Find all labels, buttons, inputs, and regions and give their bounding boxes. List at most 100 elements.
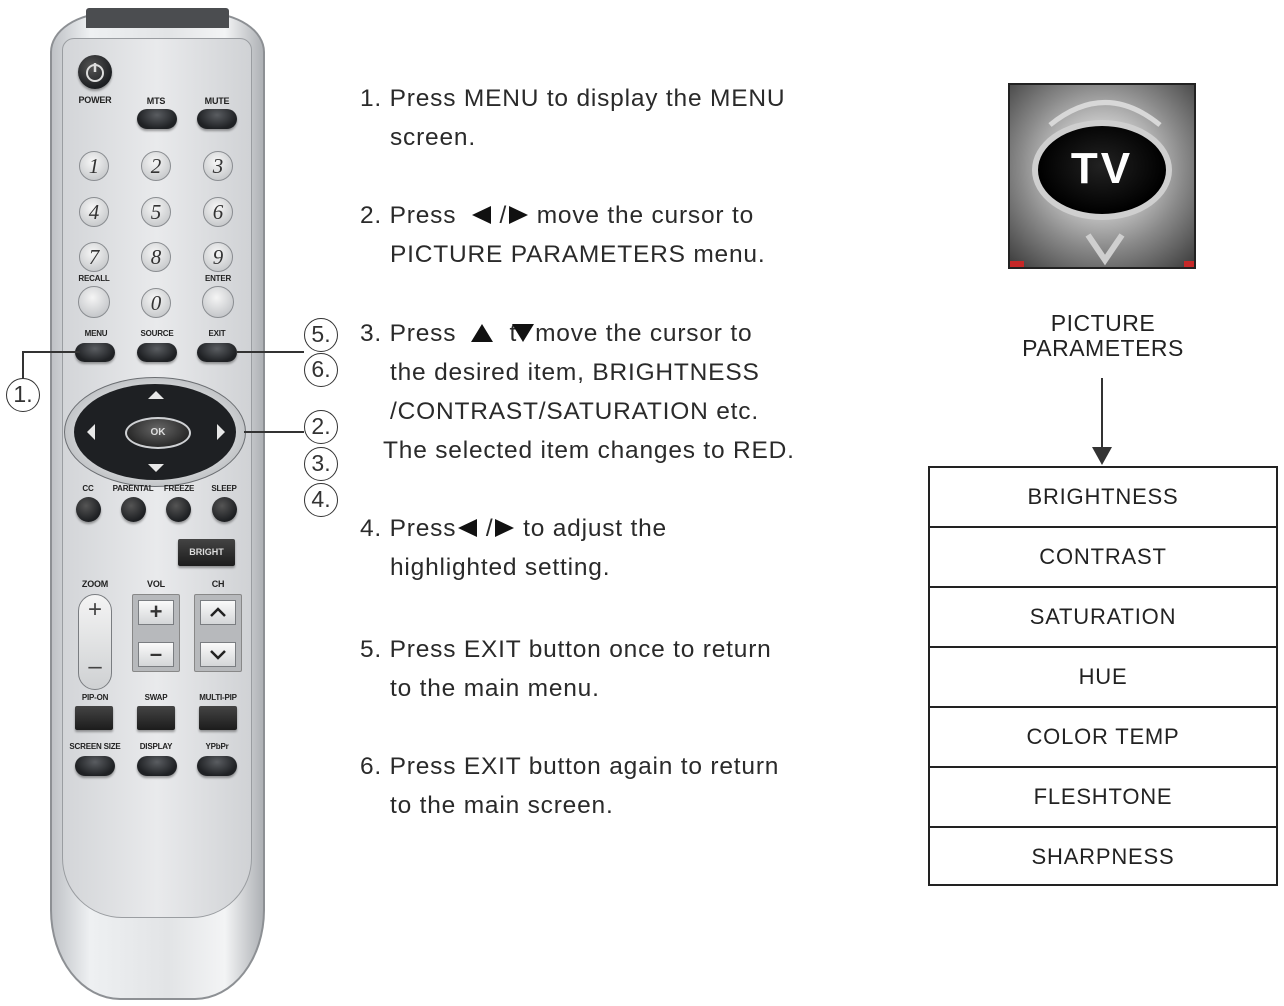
exit-label: EXIT [208,329,226,338]
recall-button[interactable] [78,286,110,318]
pip-on-label: PIP-ON [81,693,109,702]
enter-label: ENTER [204,274,232,283]
step-3-text-a: 3. Press [360,320,457,347]
digit-1-button[interactable]: 1 [79,151,109,181]
digit-3-button[interactable]: 3 [203,151,233,181]
picture-parameters-menu: BRIGHTNESS CONTRAST SATURATION HUE COLOR… [928,466,1278,886]
step-3-line-2: the desired item, BRIGHTNESS [390,359,760,386]
menu-item-brightness[interactable]: BRIGHTNESS [930,468,1276,528]
multi-pip-button[interactable] [199,706,237,730]
enter-button[interactable] [202,286,234,318]
callout-4: 4. [304,483,338,517]
down-arrow-icon[interactable] [148,464,164,472]
ch-down-button[interactable] [200,642,236,667]
step-3-text-c: move the cursor to [535,320,753,347]
source-label: SOURCE [140,329,174,338]
right-triangle-icon [495,519,515,537]
exit-button[interactable] [197,343,237,362]
step-2-text-a: 2. Press [360,202,457,229]
zoom-rocker[interactable]: + – [78,594,112,690]
step-1-line-2: screen. [390,124,476,151]
digit-6-button[interactable]: 6 [203,197,233,227]
swap-button[interactable] [137,706,175,730]
right-triangle-icon [509,206,529,224]
digit-5-button[interactable]: 5 [141,197,171,227]
zoom-plus: + [87,596,102,623]
picture-parameters-title-line-2: PARAMETERS [1022,335,1184,361]
left-arrow-icon[interactable] [87,424,95,440]
right-arrow-icon[interactable] [217,424,225,440]
menu-item-sharpness[interactable]: SHARPNESS [1031,844,1175,869]
power-label: POWER [78,95,112,105]
up-arrow-icon[interactable] [148,391,164,399]
mute-button[interactable] [197,109,237,129]
menu-label: MENU [84,329,108,338]
step-6: 6. Press EXIT button again to return to … [360,747,779,825]
menu-button[interactable] [75,343,115,362]
vol-down-button[interactable]: – [138,642,174,667]
step-3-text-b: t [509,320,518,347]
vol-up-button[interactable]: + [138,600,174,625]
ypbpr-label: YPbPr [205,742,229,751]
zoom-minus: – [88,653,102,680]
parental-button[interactable] [121,497,146,522]
callout-2: 2. [304,410,338,444]
digit-4-button[interactable]: 4 [79,197,109,227]
step-4: 4. Press / to adjust the highlighted set… [360,509,667,587]
menu-item-contrast[interactable]: CONTRAST [930,528,1276,588]
ok-button[interactable]: OK [125,417,191,449]
menu-item-fleshtone[interactable]: FLESHTONE [930,768,1276,828]
chevron-down-icon [210,650,226,660]
bright-button[interactable]: BRIGHT [178,539,235,566]
step-5-line-1: 5. Press EXIT button once to return [360,636,772,663]
step-2-line-2: PICTURE PARAMETERS menu. [390,241,766,268]
sleep-button[interactable] [212,497,237,522]
cc-button[interactable] [76,497,101,522]
picture-parameters-title: PICTURE PARAMETERS [1003,311,1203,361]
digit-7-button[interactable]: 7 [79,242,109,272]
step-2: 2. Press / move the cursor to PICTURE PA… [360,196,765,274]
screen-size-button[interactable] [75,756,115,776]
step-5: 5. Press EXIT button once to return to t… [360,630,772,708]
step-6-line-2: to the main screen. [390,792,614,819]
mts-button[interactable] [137,109,177,129]
callout-5-6-leader [236,351,304,353]
zoom-label: ZOOM [81,579,109,589]
step-1-line-1: 1. Press MENU to display the MENU [360,85,786,112]
left-triangle-icon [471,206,491,224]
power-button[interactable] [78,55,112,89]
freeze-label: FREEZE [163,484,195,493]
parental-label: PARENTAL [112,484,154,493]
vol-label: VOL [147,579,165,589]
recall-label: RECALL [78,274,110,283]
step-4-text-a: 4. Press [360,515,457,542]
picture-parameters-title-line-1: PICTURE [1050,310,1156,336]
ypbpr-button[interactable] [197,756,237,776]
menu-item-color-temp[interactable]: COLOR TEMP [930,708,1276,768]
digit-8-button[interactable]: 8 [141,242,171,272]
mts-label: MTS [146,96,166,106]
callout-1-leader-vertical [22,351,24,379]
source-button[interactable] [137,343,177,362]
ch-up-button[interactable] [200,600,236,625]
digit-9-button[interactable]: 9 [203,242,233,272]
pip-on-button[interactable] [75,706,113,730]
callout-6: 6. [304,353,338,387]
arrow-down-icon [1092,447,1112,465]
callout-3: 3. [304,447,338,481]
digit-2-button[interactable]: 2 [141,151,171,181]
step-2-slash: / [499,202,508,229]
down-triangle-icon [512,324,535,342]
multi-pip-label: MULTI-PIP [199,693,237,702]
callout-1-leader [22,351,80,353]
step-3-line-3: /CONTRAST/SATURATION etc. [390,398,759,425]
freeze-button[interactable] [166,497,191,522]
step-3: 3. Press t move the cursor to the desired… [360,314,795,470]
left-triangle-icon [458,519,478,537]
digit-0-button[interactable]: 0 [141,288,171,318]
chevron-up-icon [210,607,226,617]
cc-label: CC [82,484,94,493]
menu-item-saturation[interactable]: SATURATION [930,588,1276,648]
display-button[interactable] [137,756,177,776]
menu-item-hue[interactable]: HUE [930,648,1276,708]
